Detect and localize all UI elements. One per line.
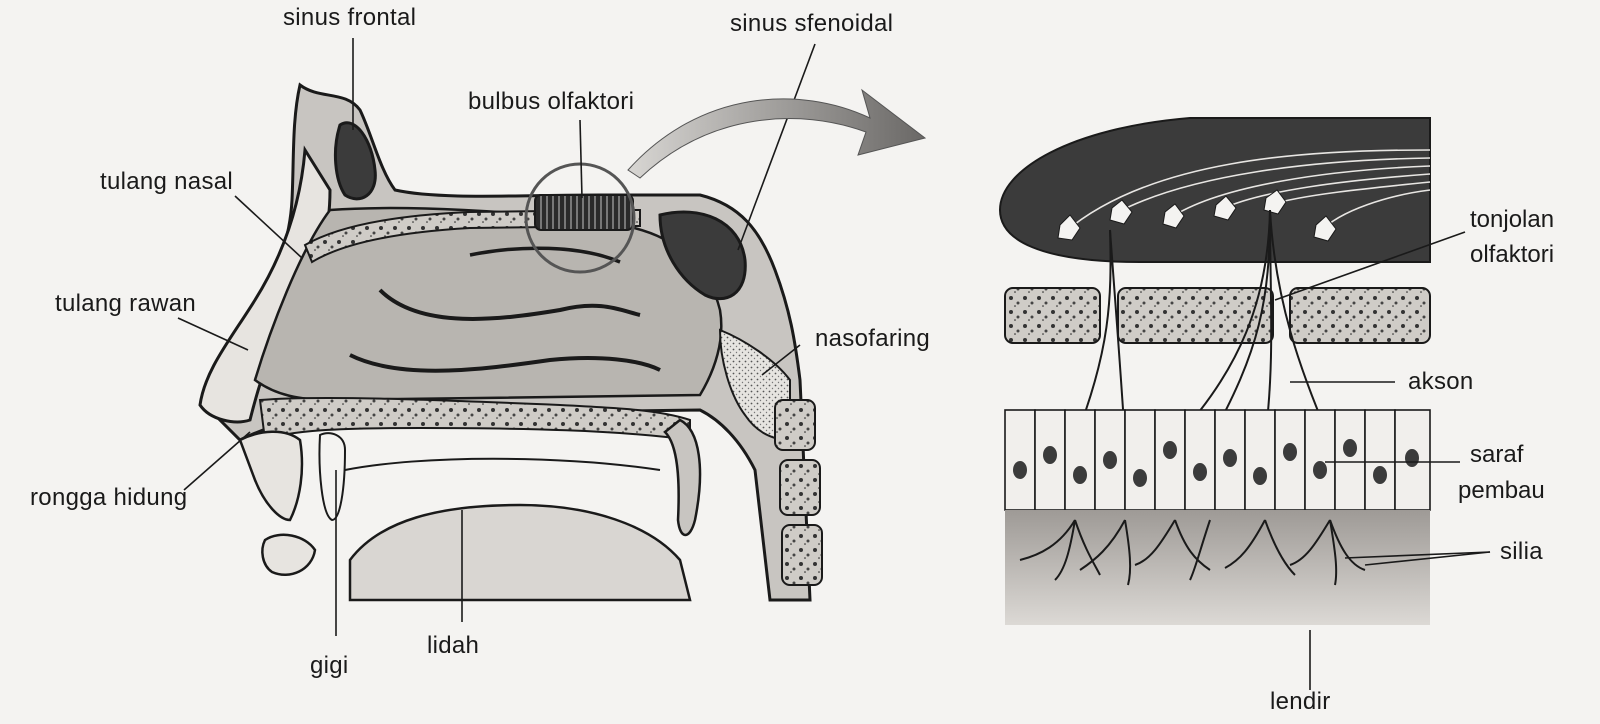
magnification-arrow	[627, 88, 927, 179]
label-tulang-nasal: tulang nasal	[100, 168, 234, 195]
tongue	[348, 503, 692, 602]
olfactory-bulb	[534, 194, 634, 231]
label-sinus-frontal: sinus frontal	[283, 4, 417, 31]
label-tulang-rawan: tulang rawan	[55, 290, 197, 317]
label-olfaktori: olfaktori	[1470, 241, 1555, 268]
tooth	[318, 432, 347, 522]
lower-lip	[261, 533, 317, 577]
cilia	[1019, 519, 1366, 586]
mitral-cells	[1057, 189, 1337, 242]
left-leader-lines	[177, 38, 816, 636]
bulb-fibres	[1064, 149, 1431, 233]
cervical-spine	[774, 399, 823, 586]
label-nasofaring: nasofaring	[815, 325, 931, 352]
label-lendir: lendir	[1270, 688, 1331, 715]
soft-palate	[663, 418, 702, 537]
label-saraf: saraf	[1470, 441, 1524, 468]
oral-cavity	[344, 457, 661, 471]
right-leader-lines	[1274, 231, 1491, 690]
upper-lip	[238, 430, 304, 522]
label-silia: silia	[1500, 538, 1543, 565]
mucus-layer	[1005, 510, 1430, 625]
label-lidah: lidah	[427, 632, 480, 659]
sphenoid-sinus	[658, 210, 747, 301]
upper-concha	[469, 246, 621, 264]
label-bulbus-olfaktori: bulbus olfaktori	[468, 88, 635, 115]
nasopharynx	[718, 328, 791, 442]
superior-concha	[378, 288, 641, 321]
magnified-olfactory-bulb	[998, 117, 1431, 263]
label-tonjolan: tonjolan	[1470, 206, 1555, 233]
label-sinus-sfenoidal: sinus sfenoidal	[730, 10, 894, 37]
head-cross-section	[198, 82, 823, 602]
label-gigi: gigi	[310, 652, 349, 679]
epithelial-cells	[1004, 409, 1431, 511]
cribriform-plate	[1004, 287, 1431, 344]
label-akson: akson	[1408, 368, 1474, 395]
olfactory-epithelium	[998, 117, 1431, 625]
middle-concha	[349, 353, 661, 373]
magnified-area-circle	[524, 162, 636, 274]
label-pembau: pembau	[1458, 477, 1545, 504]
frontal-sinus	[334, 121, 377, 201]
label-rongga-hidung: rongga hidung	[30, 484, 188, 511]
